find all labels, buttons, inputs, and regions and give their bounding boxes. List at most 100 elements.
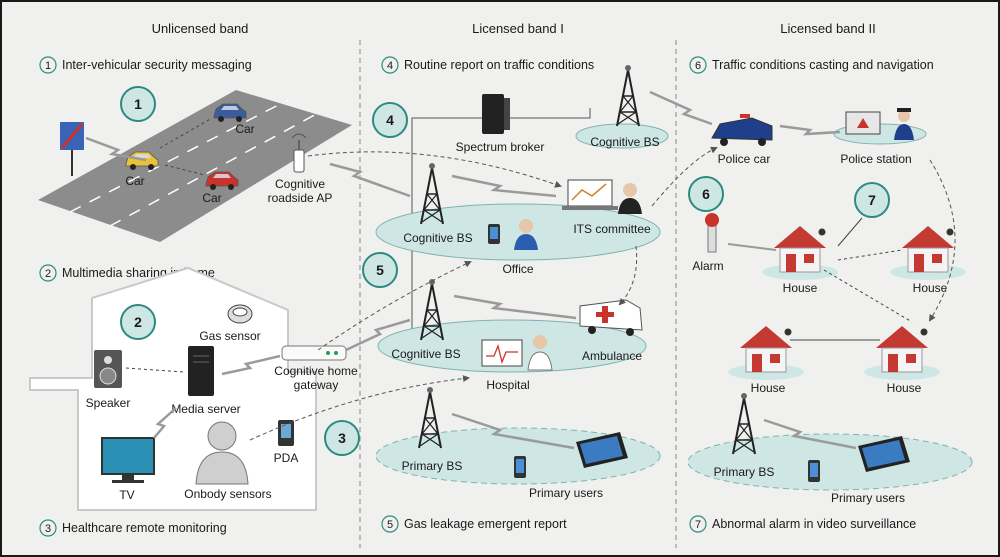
marker-2-text: 2 bbox=[134, 314, 142, 330]
alarm-label: Alarm bbox=[692, 259, 723, 273]
marker-3-text: 3 bbox=[338, 430, 346, 446]
scenario-number-7: 7 bbox=[695, 519, 701, 531]
scenario-title-6: 6 Traffic conditions casting and navigat… bbox=[689, 56, 934, 74]
roadside-ap-icon bbox=[291, 133, 307, 173]
marker-7: 7 bbox=[854, 182, 890, 218]
house-3-label: House bbox=[751, 381, 786, 395]
scenario-text-4: Routine report on traffic conditions bbox=[404, 58, 594, 72]
police-officer-icon bbox=[894, 108, 914, 140]
scenario-number-5: 5 bbox=[387, 519, 393, 531]
band-header-unlicensed: Unlicensed band bbox=[152, 21, 249, 36]
marker-4-text: 4 bbox=[386, 112, 394, 128]
gateway-to-office-arrow bbox=[317, 260, 472, 351]
house-1-label: House bbox=[783, 281, 818, 295]
scenario-text-1: Inter-vehicular security messaging bbox=[62, 58, 252, 72]
ambulance-icon bbox=[579, 299, 643, 336]
house-2-label: House bbox=[913, 281, 948, 295]
house-link-2 bbox=[823, 269, 913, 323]
scenario-number-2: 2 bbox=[45, 268, 51, 280]
pda-label: PDA bbox=[274, 451, 299, 465]
primary-bs-2-label: Primary BS bbox=[714, 465, 775, 479]
bs-police-wireless-link bbox=[649, 90, 713, 126]
gateway-bs-wireless-link bbox=[345, 318, 411, 352]
sign-wireless-link bbox=[85, 136, 147, 162]
police-car-icon bbox=[711, 114, 773, 146]
v2v-link-1 bbox=[159, 117, 213, 149]
office-area-ellipse bbox=[375, 203, 661, 261]
office-person-icon bbox=[514, 219, 538, 250]
primary-user-phone-1-icon bbox=[514, 456, 526, 478]
spectrum-broker-label: Spectrum broker bbox=[456, 140, 545, 154]
doctor-icon bbox=[527, 335, 553, 371]
police-car-label: Police car bbox=[718, 152, 771, 166]
home-gateway-label-line1: Cognitive home bbox=[274, 364, 358, 378]
road bbox=[38, 90, 352, 242]
alarm-house-link bbox=[727, 243, 777, 251]
v2v-link-2 bbox=[164, 164, 206, 176]
house-link-1 bbox=[837, 249, 903, 261]
tv-icon bbox=[101, 437, 155, 483]
primary-users-2-label: Primary users bbox=[831, 491, 905, 505]
marker-5: 5 bbox=[362, 252, 398, 288]
its-to-police-car-arrow bbox=[651, 146, 718, 207]
roadside-wireless-link bbox=[329, 162, 411, 198]
scenario-title-4: 4 Routine report on traffic conditions bbox=[381, 56, 594, 74]
primary-bs-2-wireless-link bbox=[763, 418, 857, 450]
cognitive-bs-hospital-label: Cognitive BS bbox=[391, 347, 460, 361]
office-phone-icon bbox=[488, 224, 500, 244]
cognitive-bs-top-label: Cognitive BS bbox=[590, 135, 659, 149]
marker-3: 3 bbox=[324, 420, 360, 456]
scenario-text-5: Gas leakage emergent report bbox=[404, 517, 567, 531]
police-to-house-arrow bbox=[928, 159, 956, 322]
its-committee-person-icon bbox=[618, 183, 642, 214]
marker-2: 2 bbox=[120, 304, 156, 340]
bs-ambulance-wireless-link bbox=[453, 294, 577, 320]
scenario-title-5: 5 Gas leakage emergent report bbox=[381, 515, 567, 533]
marker-6-text: 6 bbox=[702, 186, 710, 202]
roadside-ap-label-line1: Cognitive bbox=[275, 177, 325, 191]
marker-7-text: 7 bbox=[868, 192, 876, 208]
police-station-label: Police station bbox=[840, 152, 911, 166]
primary-user-laptop-2-icon bbox=[858, 436, 910, 472]
scenario-title-1: 1 Inter-vehicular security messaging bbox=[39, 56, 252, 74]
car-label-3: Car bbox=[202, 191, 221, 205]
onbody-sensors-label: Onbody sensors bbox=[184, 487, 271, 501]
road-lane-marking-2 bbox=[109, 111, 321, 227]
primary-user-phone-2-icon bbox=[808, 460, 820, 482]
office-to-ambulance-arrow bbox=[618, 245, 638, 306]
tv-server-wireless-link bbox=[153, 407, 177, 439]
media-server-icon bbox=[188, 346, 214, 396]
primary-users-1-label: Primary users bbox=[529, 486, 603, 500]
primary-bs-1-wireless-link bbox=[451, 412, 575, 450]
house-4-label: House bbox=[887, 381, 922, 395]
home-gateway-label-line2: gateway bbox=[294, 378, 339, 392]
home-gateway-icon bbox=[281, 345, 347, 361]
its-committee-label: ITS committee bbox=[573, 222, 651, 236]
band-header-licensed-2: Licensed band II bbox=[780, 21, 875, 36]
ambulance-label: Ambulance bbox=[582, 349, 642, 363]
scenario-text-6: Traffic conditions casting and navigatio… bbox=[712, 58, 934, 72]
marker-1: 1 bbox=[120, 86, 156, 122]
tv-label: TV bbox=[119, 488, 134, 502]
speaker-label: Speaker bbox=[86, 396, 131, 410]
police-station-laptop-icon bbox=[845, 111, 881, 135]
scenario-number-3: 3 bbox=[45, 523, 51, 535]
pda-icon bbox=[278, 420, 294, 446]
speaker-icon bbox=[94, 350, 122, 388]
primary-bs-1-label: Primary BS bbox=[402, 459, 463, 473]
scenario-title-7: 7 Abnormal alarm in video surveillance bbox=[689, 515, 916, 533]
roadside-to-its-arrow bbox=[307, 151, 562, 188]
gas-sensor-icon bbox=[227, 304, 253, 324]
marker-5-text: 5 bbox=[376, 262, 384, 278]
hospital-monitor-icon bbox=[481, 339, 523, 367]
cognitive-bs-top-ellipse bbox=[575, 123, 669, 149]
band-header-licensed-1: Licensed band I bbox=[472, 21, 564, 36]
scenario-number-4: 4 bbox=[387, 60, 393, 72]
server-gateway-wireless-link bbox=[221, 354, 281, 376]
road-lane-marking-1 bbox=[69, 99, 289, 213]
no-parking-sign-icon bbox=[60, 122, 84, 176]
marker7-pointer bbox=[837, 217, 863, 247]
pda-to-hospital-arrow bbox=[249, 375, 470, 441]
